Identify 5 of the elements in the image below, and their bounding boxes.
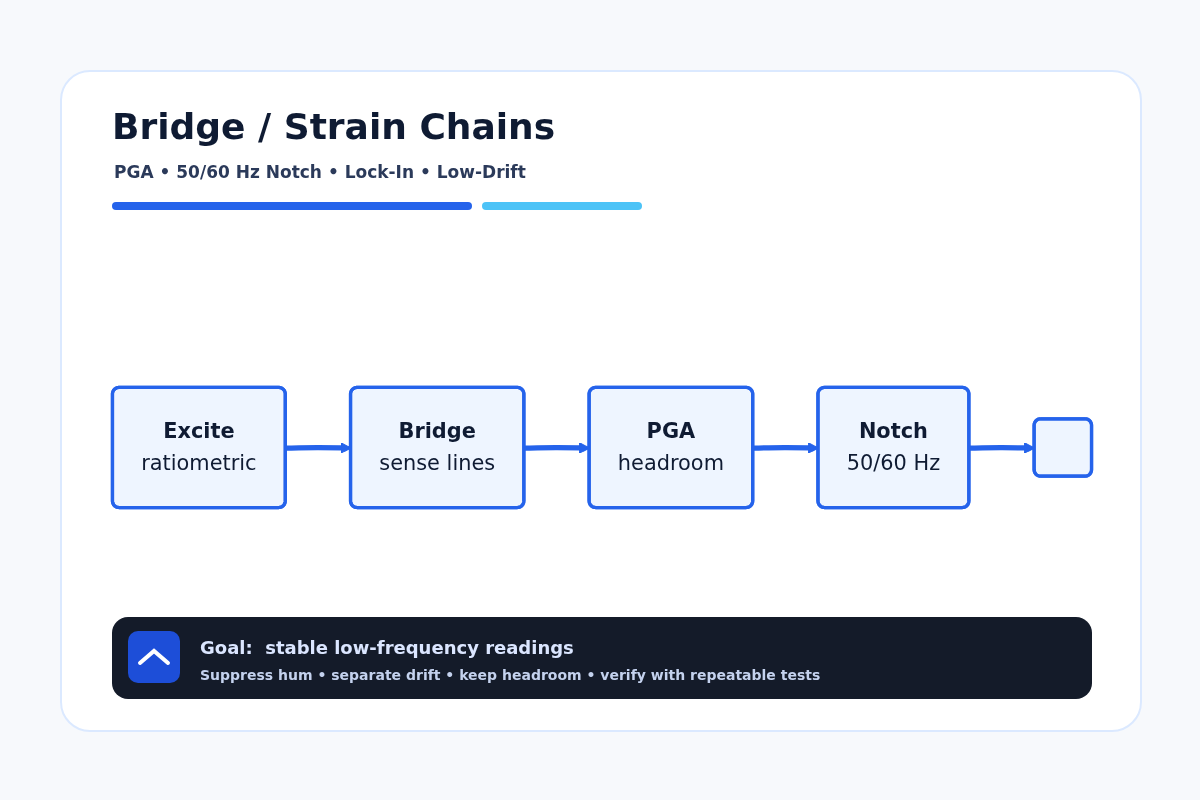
goal-heading: Goal: stable low-frequency readings — [200, 637, 574, 658]
title: Bridge / Strain Chains — [112, 106, 556, 147]
goal-text: Suppress hum • separate drift • keep headroom • verify with repeatable tests — [200, 667, 821, 683]
subtitle: PGA • 50/60 Hz Notch • Lock-In • Low-Drift — [114, 162, 526, 182]
card-background: Bridge / Strain Chains PGA • 50/60 Hz Notch • Lock-In • Low-Drift Excite ratiometric Bridge sense lines PGA headroom Notch 50/60 Hz Goal: stable low-frequency readings Suppress hum • separate drift • keep headroom • verify with repeatable tests — [60, 70, 1142, 732]
